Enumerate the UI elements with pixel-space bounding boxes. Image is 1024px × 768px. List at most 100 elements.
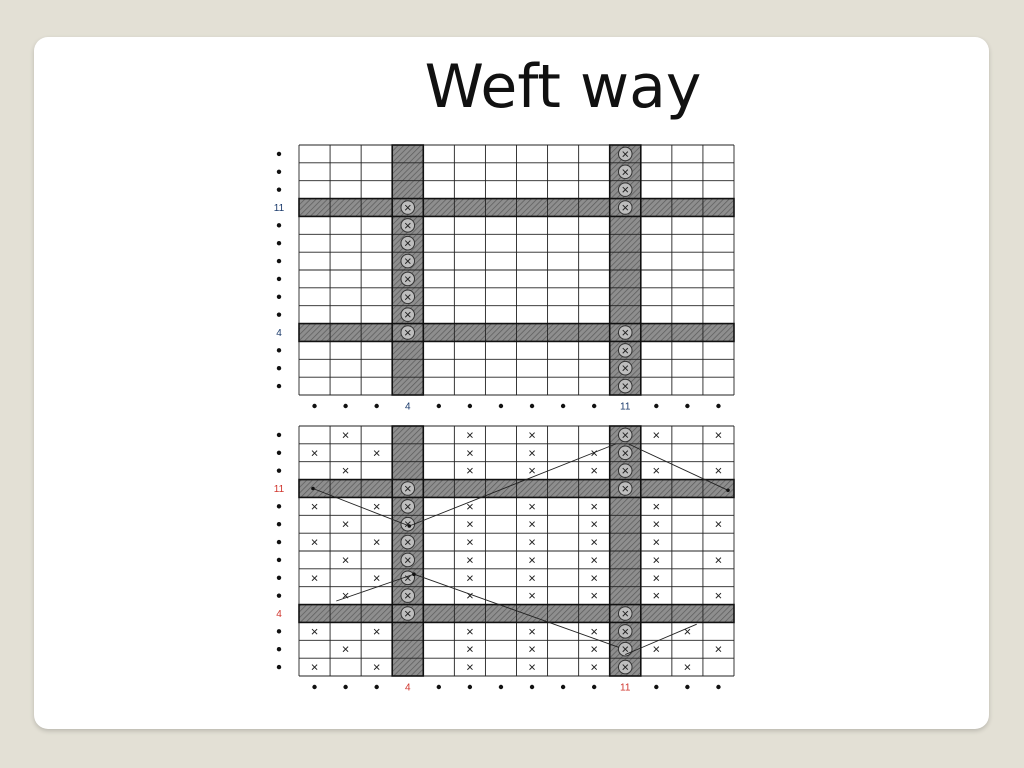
- interlacing-cross: ×: [404, 517, 412, 532]
- interlacing-circle: [400, 499, 416, 514]
- interlacing-cross: ×: [404, 200, 412, 215]
- cell-cross: ×: [466, 499, 474, 514]
- cell-cross: ×: [466, 660, 474, 675]
- interlacing-circle: [400, 235, 416, 251]
- cell-cross: ×: [466, 535, 474, 550]
- row-marker-dot: [276, 151, 282, 157]
- row-marker-dot: [276, 575, 282, 580]
- cell-cross: ×: [311, 570, 319, 585]
- cell-cross: ×: [342, 517, 350, 532]
- cell-cross: ×: [528, 570, 536, 585]
- interlacing-cross: ×: [404, 588, 412, 603]
- interlacing-circle: [617, 463, 633, 478]
- interlacing-circle: [400, 552, 416, 568]
- cell-cross: ×: [715, 588, 723, 603]
- float-line: [336, 573, 415, 602]
- interlacing-circle: [400, 271, 416, 287]
- cell-cross: ×: [373, 499, 381, 514]
- float-line-end: [407, 524, 412, 528]
- interlacing-circle: [617, 641, 633, 657]
- cell-cross: ×: [528, 588, 536, 603]
- cell-cross: ×: [466, 642, 474, 657]
- row-marker-dot: [276, 383, 282, 389]
- cell-cross: ×: [590, 499, 598, 514]
- cell-cross: ×: [342, 552, 350, 567]
- row-marker-dot: [276, 504, 282, 509]
- column-marker-dot: [374, 403, 379, 409]
- cell-cross: ×: [528, 445, 536, 460]
- cell-cross: ×: [373, 535, 381, 550]
- float-line: [409, 443, 617, 527]
- column-marker-dot: [716, 403, 721, 409]
- interlacing-cross: ×: [621, 379, 629, 394]
- row-marker-dot: [276, 539, 282, 545]
- cell-cross: ×: [342, 427, 350, 442]
- column-marker-dot: [467, 403, 473, 409]
- row-marker-dot: [276, 629, 282, 634]
- cell-cross: ×: [715, 427, 723, 442]
- cell-cross: ×: [311, 535, 319, 550]
- shaded-column-outline: [391, 425, 425, 677]
- interlacing-circle: [617, 481, 633, 496]
- cell-cross: ×: [653, 535, 661, 550]
- cell-cross: ×: [466, 517, 474, 532]
- interlacing-circle: [400, 606, 416, 621]
- column-marker-dot: [312, 403, 317, 409]
- interlacing-cross: ×: [621, 343, 629, 358]
- cell-cross: ×: [590, 588, 598, 603]
- column-label: 11: [620, 683, 631, 694]
- column-marker-dot: [654, 684, 659, 690]
- column-label: 4: [405, 402, 411, 413]
- row-marker-dot: [276, 432, 282, 438]
- column-marker-dot: [716, 684, 721, 690]
- row-marker-dot: [276, 664, 282, 670]
- column-marker-dot: [436, 403, 442, 409]
- cell-cross: ×: [311, 499, 319, 514]
- cell-cross: ×: [528, 499, 536, 514]
- slide-title: Weft way: [424, 52, 702, 122]
- column-marker-dot: [560, 684, 566, 690]
- row-marker-dot: [276, 258, 282, 264]
- row-marker-dot: [276, 276, 282, 282]
- cell-cross: ×: [466, 463, 474, 478]
- cell-cross: ×: [528, 624, 536, 639]
- interlacing-circle: [400, 588, 416, 603]
- interlacing-circle: [400, 218, 416, 233]
- cell-cross: ×: [311, 624, 319, 639]
- interlacing-cross: ×: [621, 182, 629, 197]
- shaded-row-outline: [298, 603, 735, 624]
- cell-cross: ×: [373, 445, 381, 460]
- cell-cross: ×: [342, 642, 350, 657]
- float-line-end: [412, 572, 416, 577]
- interlacing-cross: ×: [404, 271, 412, 286]
- interlacing-cross: ×: [404, 254, 412, 269]
- row-label: 4: [276, 609, 282, 620]
- weave-draft-bottom-body: ××××××××××××××××××××××××××××××××××××××××…: [274, 425, 735, 694]
- interlacing-cross: ×: [404, 325, 412, 340]
- interlacing-cross: ×: [404, 481, 412, 496]
- float-line: [625, 623, 697, 655]
- shaded-row-outline: [298, 322, 735, 343]
- row-marker-dot: [276, 294, 282, 299]
- interlacing-circle: [400, 481, 416, 496]
- interlacing-circle: [617, 146, 633, 162]
- interlacing-cross: ×: [621, 325, 629, 340]
- column-marker-dot: [654, 403, 659, 409]
- interlacing-circle: [400, 289, 416, 305]
- float-line: [628, 443, 729, 491]
- cell-cross: ×: [466, 427, 474, 442]
- interlacing-cross: ×: [621, 164, 629, 179]
- cell-cross: ×: [653, 642, 661, 657]
- cell-cross: ×: [684, 624, 692, 639]
- interlacing-circle: [617, 343, 633, 358]
- interlacing-cross: ×: [621, 660, 629, 675]
- column-marker-dot: [343, 403, 348, 409]
- column-marker-dot: [498, 403, 504, 409]
- shaded-column-outline: [608, 425, 642, 677]
- column-marker-dot: [591, 403, 597, 409]
- row-marker-dot: [276, 223, 282, 228]
- row-marker-dot: [276, 593, 282, 598]
- interlacing-circle: [400, 307, 416, 322]
- float-line-end: [311, 486, 315, 491]
